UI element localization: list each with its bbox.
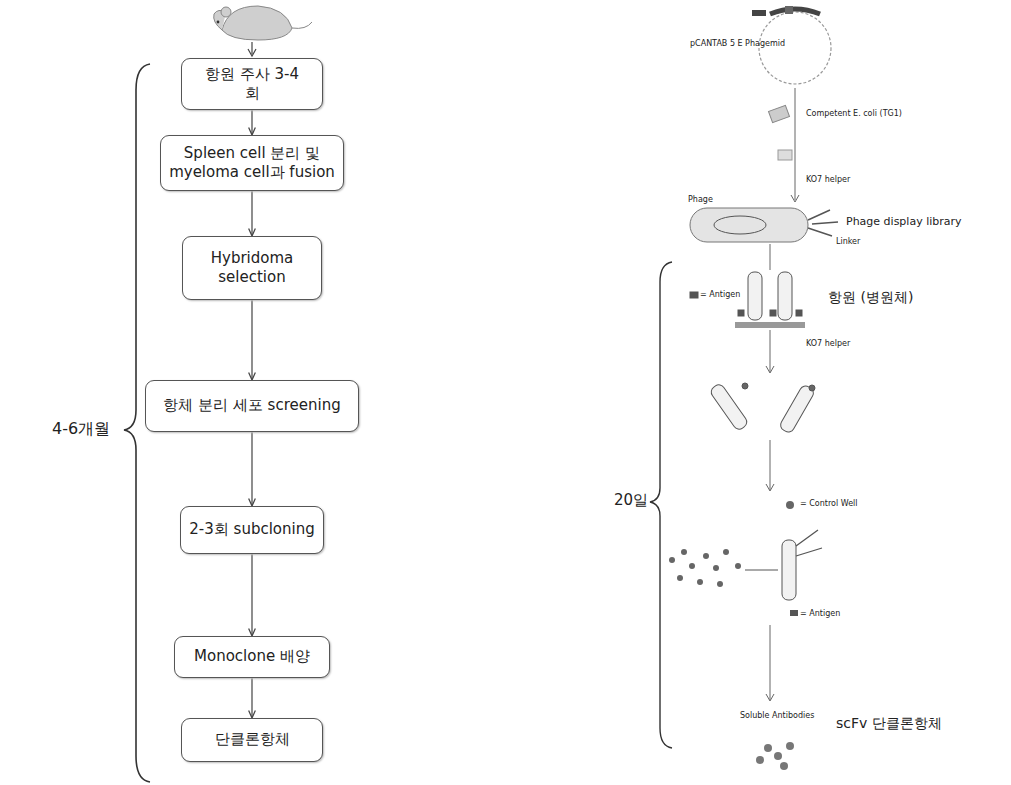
process-box: Spleen cell 분리 및 myeloma cell과 fusion bbox=[160, 135, 344, 191]
label-text: KO7 helper bbox=[806, 176, 850, 185]
label-text: Phage display library bbox=[846, 216, 962, 228]
box-text: Monoclone 배양 bbox=[194, 647, 310, 667]
process-box: Hybridoma selection bbox=[182, 236, 322, 300]
flow-arrow bbox=[251, 110, 252, 135]
flow-arrow bbox=[251, 554, 252, 636]
box-text: 단클론항체 bbox=[215, 730, 290, 750]
label-text: Phage bbox=[688, 196, 713, 205]
box-text: Hybridoma selection bbox=[197, 249, 307, 288]
phage-illustration bbox=[709, 383, 816, 435]
label-text: 4-6개월 bbox=[52, 420, 110, 438]
mouse-illustration bbox=[214, 6, 312, 40]
label-text: KO7 helper bbox=[806, 340, 850, 349]
process-box: 항체 분리 세포 screening bbox=[145, 380, 359, 432]
ecoli-illustration bbox=[768, 105, 792, 160]
label-text: Soluble Antibodies bbox=[740, 712, 814, 721]
phage-illustration bbox=[690, 272, 805, 328]
flow-arrow bbox=[251, 678, 252, 718]
label-text: 항원 (병원체) bbox=[828, 290, 913, 305]
label-text: 20일 bbox=[614, 492, 648, 509]
label-text: pCANTAB 5 E Phagemid bbox=[690, 40, 785, 49]
bracket bbox=[650, 262, 672, 748]
label-text: = Antigen bbox=[800, 610, 840, 619]
flow-arrow bbox=[251, 432, 252, 506]
box-text: 항체 분리 세포 screening bbox=[163, 396, 340, 416]
label-text: scFv 단클론항체 bbox=[836, 716, 942, 731]
process-box: 2-3회 subcloning bbox=[180, 506, 324, 554]
process-box: 단클론항체 bbox=[181, 718, 323, 762]
flow-arrow bbox=[251, 191, 252, 236]
label-text: = Control Well bbox=[800, 500, 858, 509]
selection-illustration bbox=[669, 501, 822, 616]
antibody-illustration bbox=[756, 742, 794, 770]
label-text: = Antigen bbox=[700, 291, 740, 300]
process-box: Monoclone 배양 bbox=[174, 636, 330, 678]
box-text: 2-3회 subcloning bbox=[189, 520, 314, 540]
box-text: Spleen cell 분리 및 myeloma cell과 fusion bbox=[169, 144, 335, 183]
bacterium-illustration bbox=[690, 208, 838, 242]
flow-arrow bbox=[251, 300, 252, 380]
label-text: Competent E. coli (TG1) bbox=[806, 110, 902, 119]
label-text: Linker bbox=[836, 238, 860, 247]
box-text: 항원 주사 3-4회 bbox=[202, 65, 302, 104]
process-box: 항원 주사 3-4회 bbox=[181, 58, 323, 110]
